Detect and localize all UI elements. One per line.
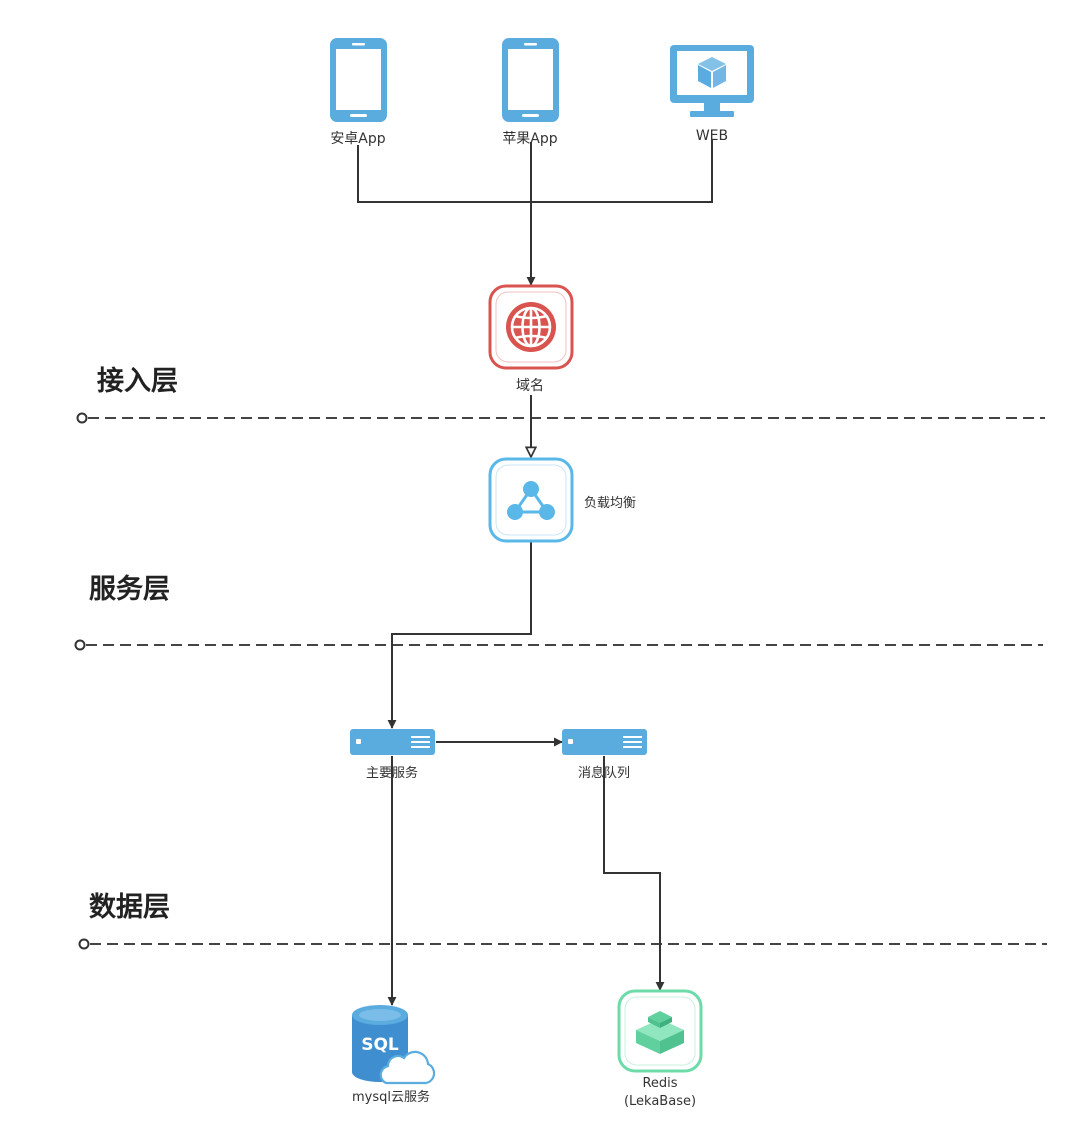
edge-web-to-bus bbox=[531, 140, 713, 203]
label-redis: Redis bbox=[642, 1076, 677, 1091]
monitor-icon bbox=[670, 45, 754, 117]
network-icon bbox=[488, 457, 574, 543]
layer-label-data: 数据层 bbox=[89, 892, 170, 923]
label-domain: 域名 bbox=[516, 378, 544, 394]
node-ios-app[interactable]: 苹果App bbox=[502, 38, 559, 147]
label-mysql: mysql云服务 bbox=[352, 1089, 430, 1105]
node-message-queue[interactable]: 消息队列 bbox=[562, 729, 647, 781]
label-message-queue: 消息队列 bbox=[578, 765, 630, 781]
server-icon bbox=[562, 729, 647, 755]
divider-service bbox=[74, 639, 1043, 651]
database-cloud-icon: SQL bbox=[352, 1005, 436, 1085]
edge-lb-to-main bbox=[387, 541, 532, 729]
edges bbox=[357, 140, 713, 1006]
phone-icon bbox=[330, 38, 387, 122]
node-load-balancer[interactable]: 负载均衡 bbox=[488, 457, 636, 543]
divider-access bbox=[76, 412, 1045, 424]
layer-label-access: 接入层 bbox=[97, 366, 178, 397]
edge-android-to-bus bbox=[357, 145, 531, 203]
node-redis[interactable]: Redis (LekaBase) bbox=[617, 989, 703, 1109]
layer-label-service: 服务层 bbox=[89, 574, 170, 605]
phone-icon bbox=[502, 38, 559, 122]
server-icon bbox=[350, 729, 435, 755]
label-main-service: 主要服务 bbox=[366, 765, 418, 781]
label-web: WEB bbox=[696, 128, 728, 144]
label-load-balancer: 负载均衡 bbox=[584, 496, 636, 511]
divider-data bbox=[78, 938, 1047, 950]
node-main-service[interactable]: 主要服务 bbox=[350, 729, 435, 781]
redis-icon bbox=[617, 989, 703, 1073]
edge-queue-to-redis bbox=[603, 756, 665, 991]
label-android-app: 安卓App bbox=[330, 131, 385, 147]
globe-icon bbox=[488, 284, 574, 370]
label-ios-app: 苹果App bbox=[502, 131, 557, 147]
node-mysql[interactable]: SQL mysql云服务 bbox=[352, 1005, 436, 1105]
sql-badge: SQL bbox=[361, 1035, 399, 1055]
node-web[interactable]: WEB bbox=[670, 45, 754, 144]
node-domain[interactable]: 域名 bbox=[488, 284, 574, 394]
label-redis-sub: (LekaBase) bbox=[624, 1094, 696, 1109]
cube-icon bbox=[698, 57, 726, 88]
node-android-app[interactable]: 安卓App bbox=[330, 38, 387, 147]
